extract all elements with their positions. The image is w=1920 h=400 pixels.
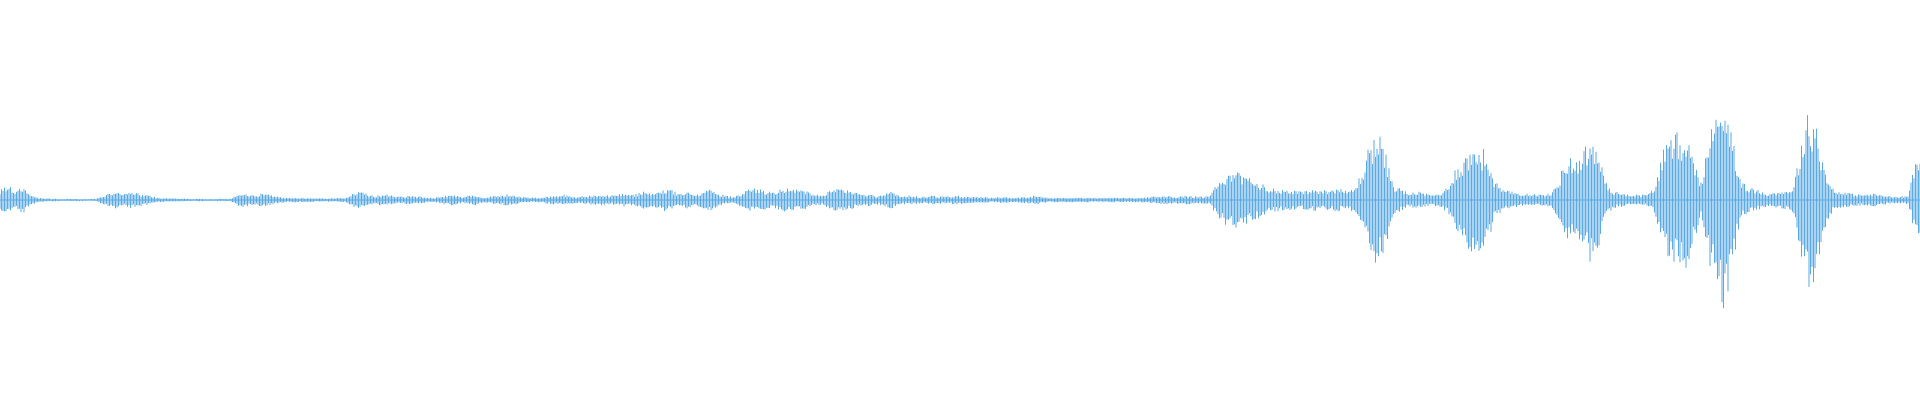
waveform-trace xyxy=(0,115,1920,309)
waveform-bars xyxy=(0,115,1920,309)
